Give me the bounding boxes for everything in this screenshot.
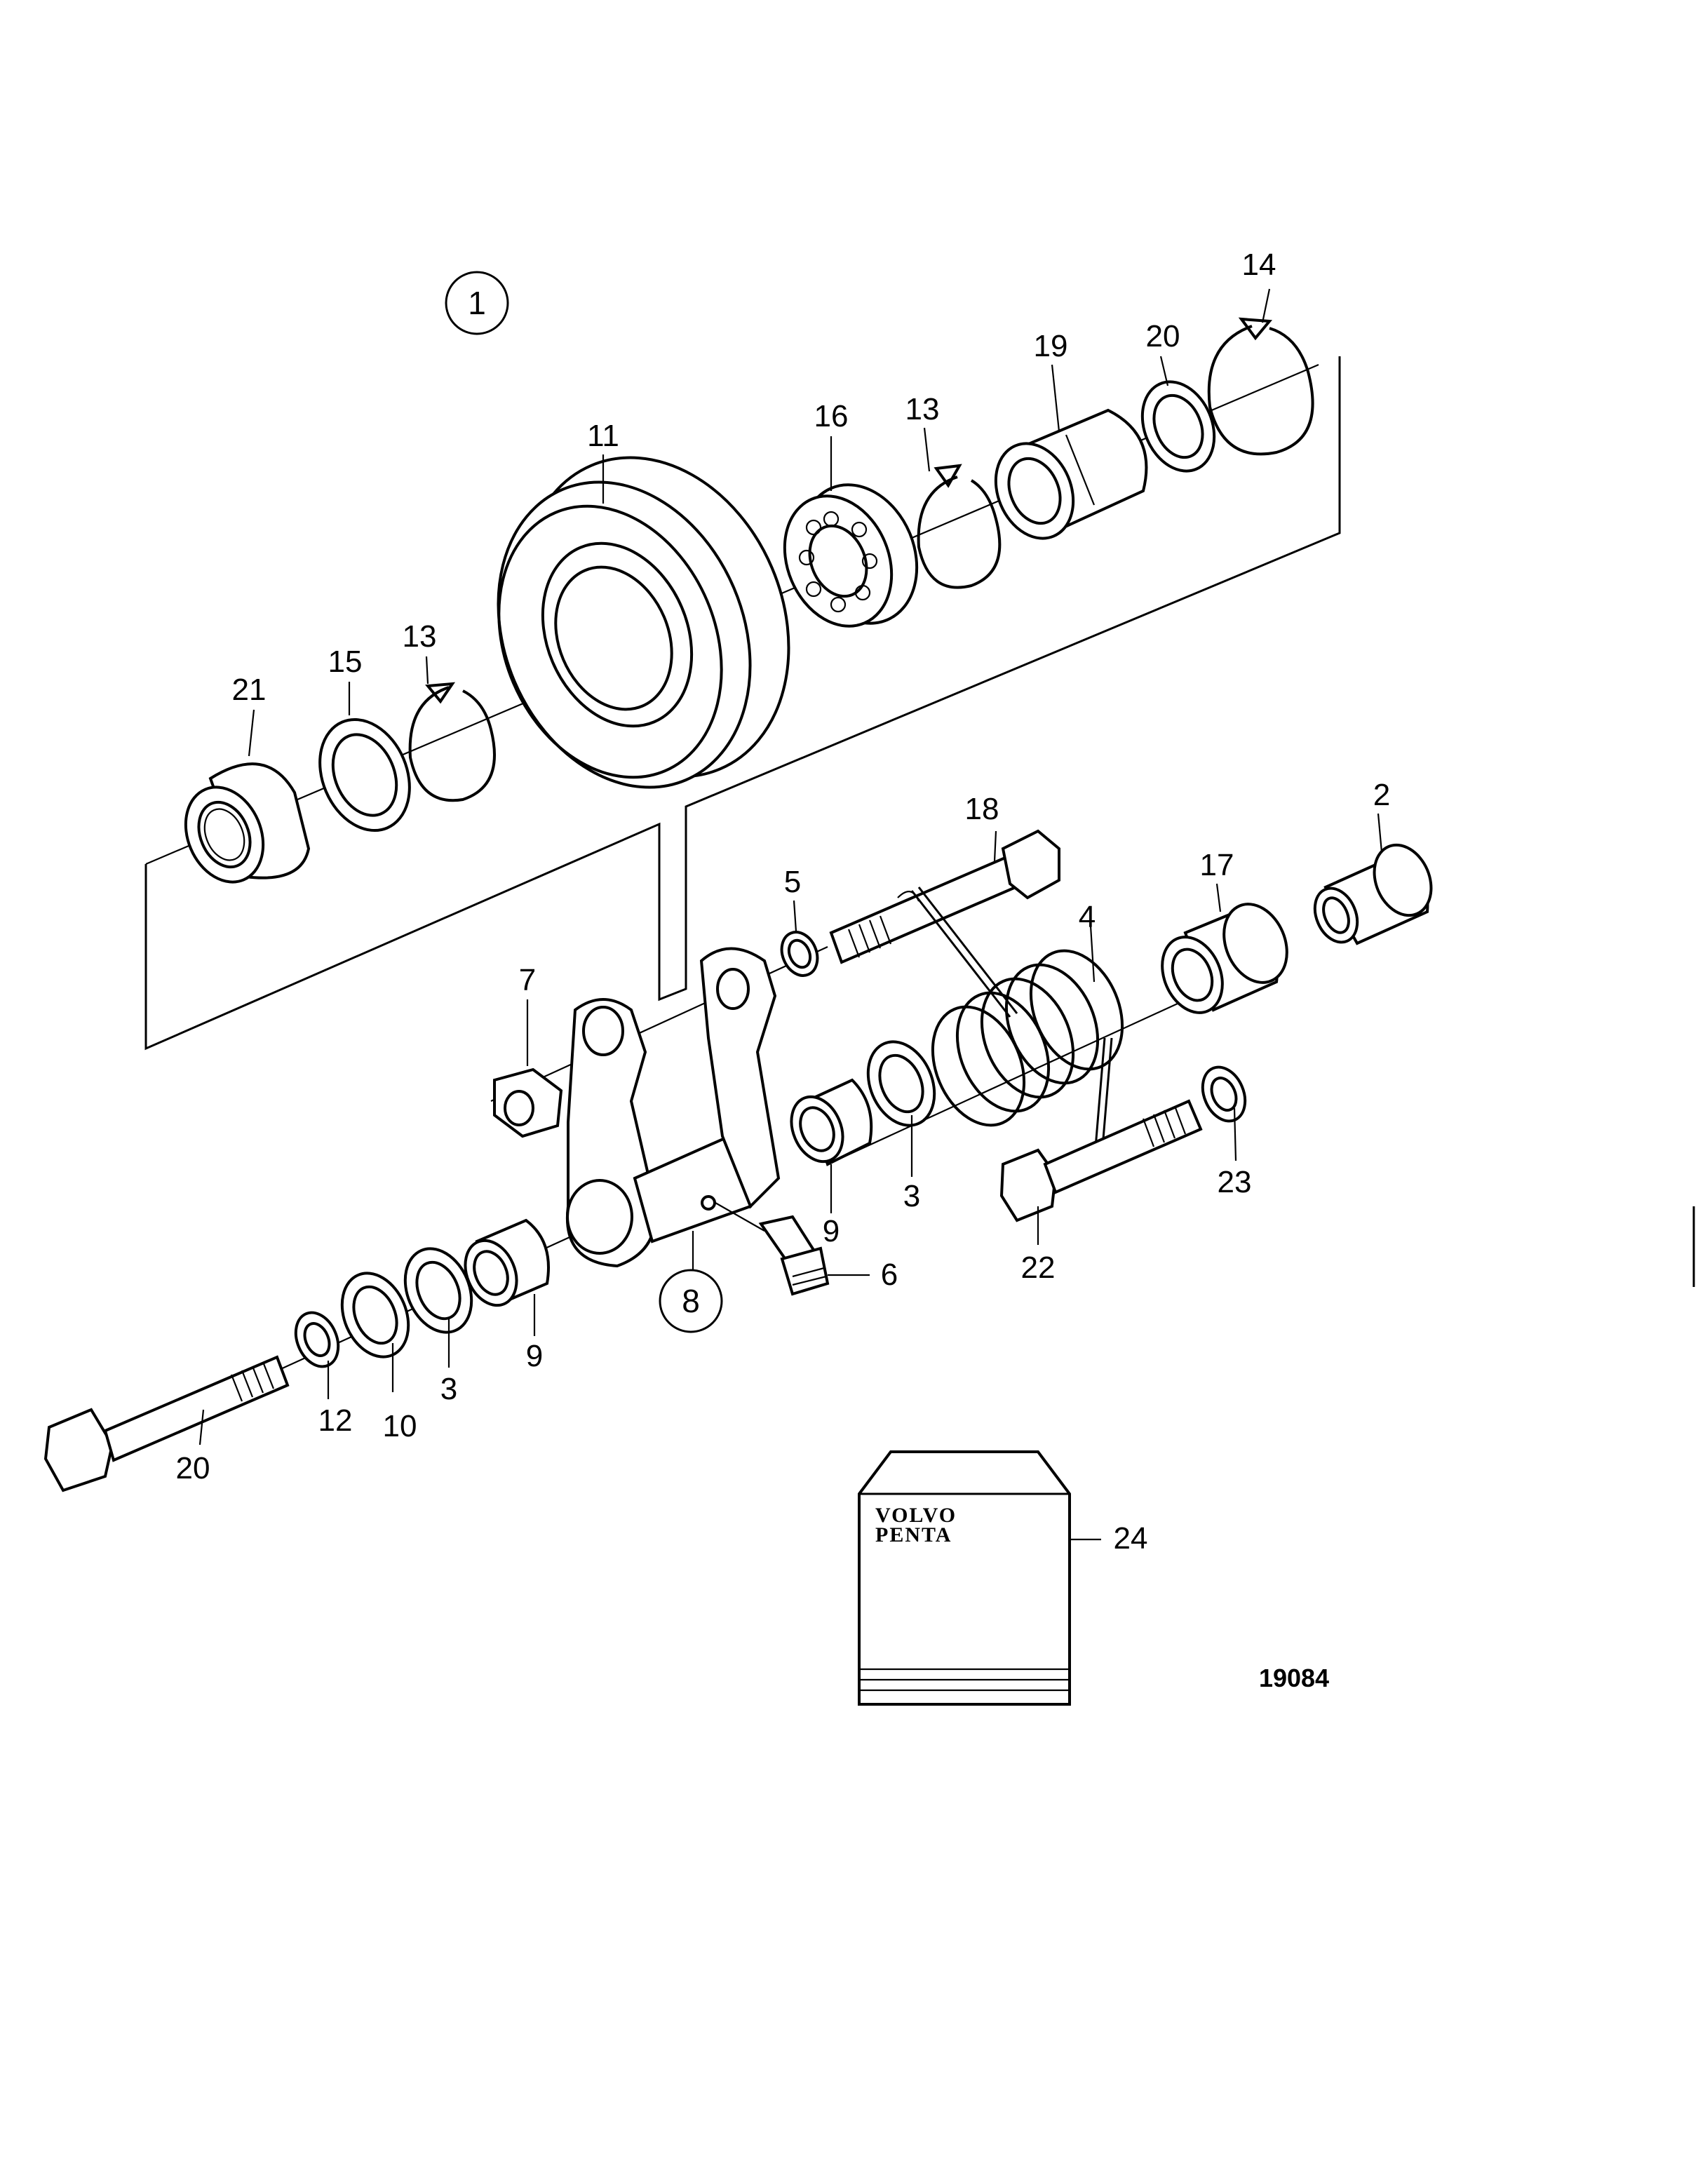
callout-16: 16 bbox=[814, 399, 849, 433]
nut-part-7 bbox=[493, 1067, 563, 1138]
bearing-part-16 bbox=[783, 483, 919, 628]
diagram-reference-number: 19084 bbox=[1259, 1664, 1329, 1692]
callout-21: 21 bbox=[232, 673, 267, 707]
callout-11: 11 bbox=[587, 419, 619, 453]
washer-part-3-top bbox=[866, 1040, 936, 1127]
bolt-part-22 bbox=[999, 1099, 1203, 1222]
callout-6: 6 bbox=[881, 1258, 898, 1292]
washer-part-5 bbox=[780, 931, 819, 977]
washer-part-20-top bbox=[1140, 380, 1216, 473]
assembly-outline bbox=[144, 356, 1341, 1051]
callout-4: 4 bbox=[1079, 900, 1096, 934]
bushing-part-9-bottom bbox=[464, 1218, 550, 1307]
callout-3-bottom: 3 bbox=[440, 1372, 457, 1406]
callout-14: 14 bbox=[1242, 248, 1276, 282]
bushing-part-17 bbox=[1161, 903, 1288, 1014]
spring-part-4 bbox=[910, 887, 1124, 1165]
callout-17: 17 bbox=[1200, 848, 1234, 882]
callout-23: 23 bbox=[1218, 1165, 1252, 1199]
tensioner-arm-part-8 bbox=[565, 947, 781, 1268]
callout-10: 10 bbox=[383, 1409, 417, 1443]
callout-3-top: 3 bbox=[903, 1179, 920, 1213]
bolt-part-18 bbox=[829, 829, 1060, 964]
callout-circle-8 bbox=[659, 1269, 723, 1333]
washer-part-23 bbox=[1201, 1065, 1247, 1123]
callout-19: 19 bbox=[1034, 329, 1068, 363]
brand-logo-line-1: VOLVO bbox=[875, 1504, 957, 1527]
washer-part-3-bottom bbox=[403, 1247, 473, 1334]
callout-circle-1 bbox=[445, 271, 509, 335]
pulley-part-11 bbox=[497, 456, 790, 789]
callout-labels: 1 2 3 3 4 5 6 7 8 9 9 10 11 12 13 13 14 … bbox=[176, 248, 1391, 1556]
callout-18: 18 bbox=[965, 792, 999, 826]
bolt-part-20-bottom bbox=[43, 1355, 290, 1492]
seal-part-21 bbox=[184, 762, 311, 884]
callout-9-bottom: 9 bbox=[526, 1339, 543, 1373]
seal-kit-bag-part-24: VOLVO PENTA bbox=[858, 1450, 1071, 1706]
bushing-part-9-top bbox=[790, 1078, 873, 1166]
brand-logo-line-2: PENTA bbox=[875, 1523, 952, 1546]
callout-12: 12 bbox=[318, 1403, 353, 1438]
callout-24: 24 bbox=[1114, 1521, 1148, 1556]
callout-13-right: 13 bbox=[905, 392, 940, 426]
callout-20-top: 20 bbox=[1146, 319, 1180, 353]
callout-15: 15 bbox=[328, 645, 363, 679]
sleeve-part-2 bbox=[1313, 843, 1433, 945]
callout-2: 2 bbox=[1373, 778, 1390, 812]
bushing-part-19 bbox=[994, 408, 1148, 540]
circlip-part-13-right bbox=[917, 464, 1002, 589]
washer-part-10 bbox=[340, 1272, 410, 1359]
callout-1: 1 bbox=[468, 285, 486, 321]
callout-13-left: 13 bbox=[403, 619, 437, 654]
grease-nipple-part-6 bbox=[715, 1202, 830, 1296]
circlip-part-13-left bbox=[408, 682, 496, 802]
circlip-part-14 bbox=[1207, 317, 1314, 456]
callout-8: 8 bbox=[682, 1283, 700, 1319]
leader-lines bbox=[198, 288, 1383, 1541]
callout-9-top: 9 bbox=[823, 1214, 840, 1248]
callout-5: 5 bbox=[784, 865, 801, 899]
callout-7: 7 bbox=[519, 963, 536, 997]
callout-20-bottom: 20 bbox=[176, 1451, 210, 1485]
callout-22: 22 bbox=[1021, 1251, 1056, 1285]
washer-part-12 bbox=[294, 1311, 340, 1368]
washer-part-15 bbox=[318, 717, 411, 833]
